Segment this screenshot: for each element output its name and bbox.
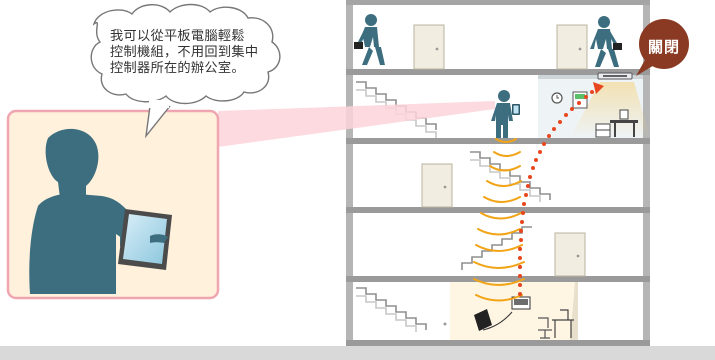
- walking-person-icon: [354, 14, 385, 65]
- signal-arrowhead-icon: [593, 82, 604, 94]
- office-room: [450, 282, 578, 340]
- speech-bubble-line: 控制機組，不用回到集中: [110, 45, 259, 61]
- speech-bubble-line: 控制器所在的辦公室。: [110, 61, 245, 77]
- conditioned-room: [538, 72, 650, 138]
- large-hand-icon: [150, 234, 168, 243]
- signal-path: [518, 90, 594, 296]
- speech-bubble-text: 我可以從平板電腦輕鬆 控制機組，不用回到集中 控制器所在的辦公室。: [110, 29, 315, 78]
- walking-person-icon: [590, 16, 622, 67]
- speech-bubble-shape: [90, 3, 281, 139]
- off-badge-label: 關閉: [647, 37, 680, 56]
- speech-bubble-line: 我可以從平板電腦輕鬆: [110, 29, 245, 44]
- signal-waves: [473, 138, 525, 302]
- off-badge-shape: [636, 19, 689, 76]
- door-handle-bottom: [443, 322, 447, 326]
- doors: [413, 24, 588, 277]
- person-with-tablet-icon: [491, 90, 520, 138]
- large-tablet-icon: [118, 209, 172, 270]
- staircases: [356, 81, 551, 332]
- ground-strip: [0, 346, 715, 360]
